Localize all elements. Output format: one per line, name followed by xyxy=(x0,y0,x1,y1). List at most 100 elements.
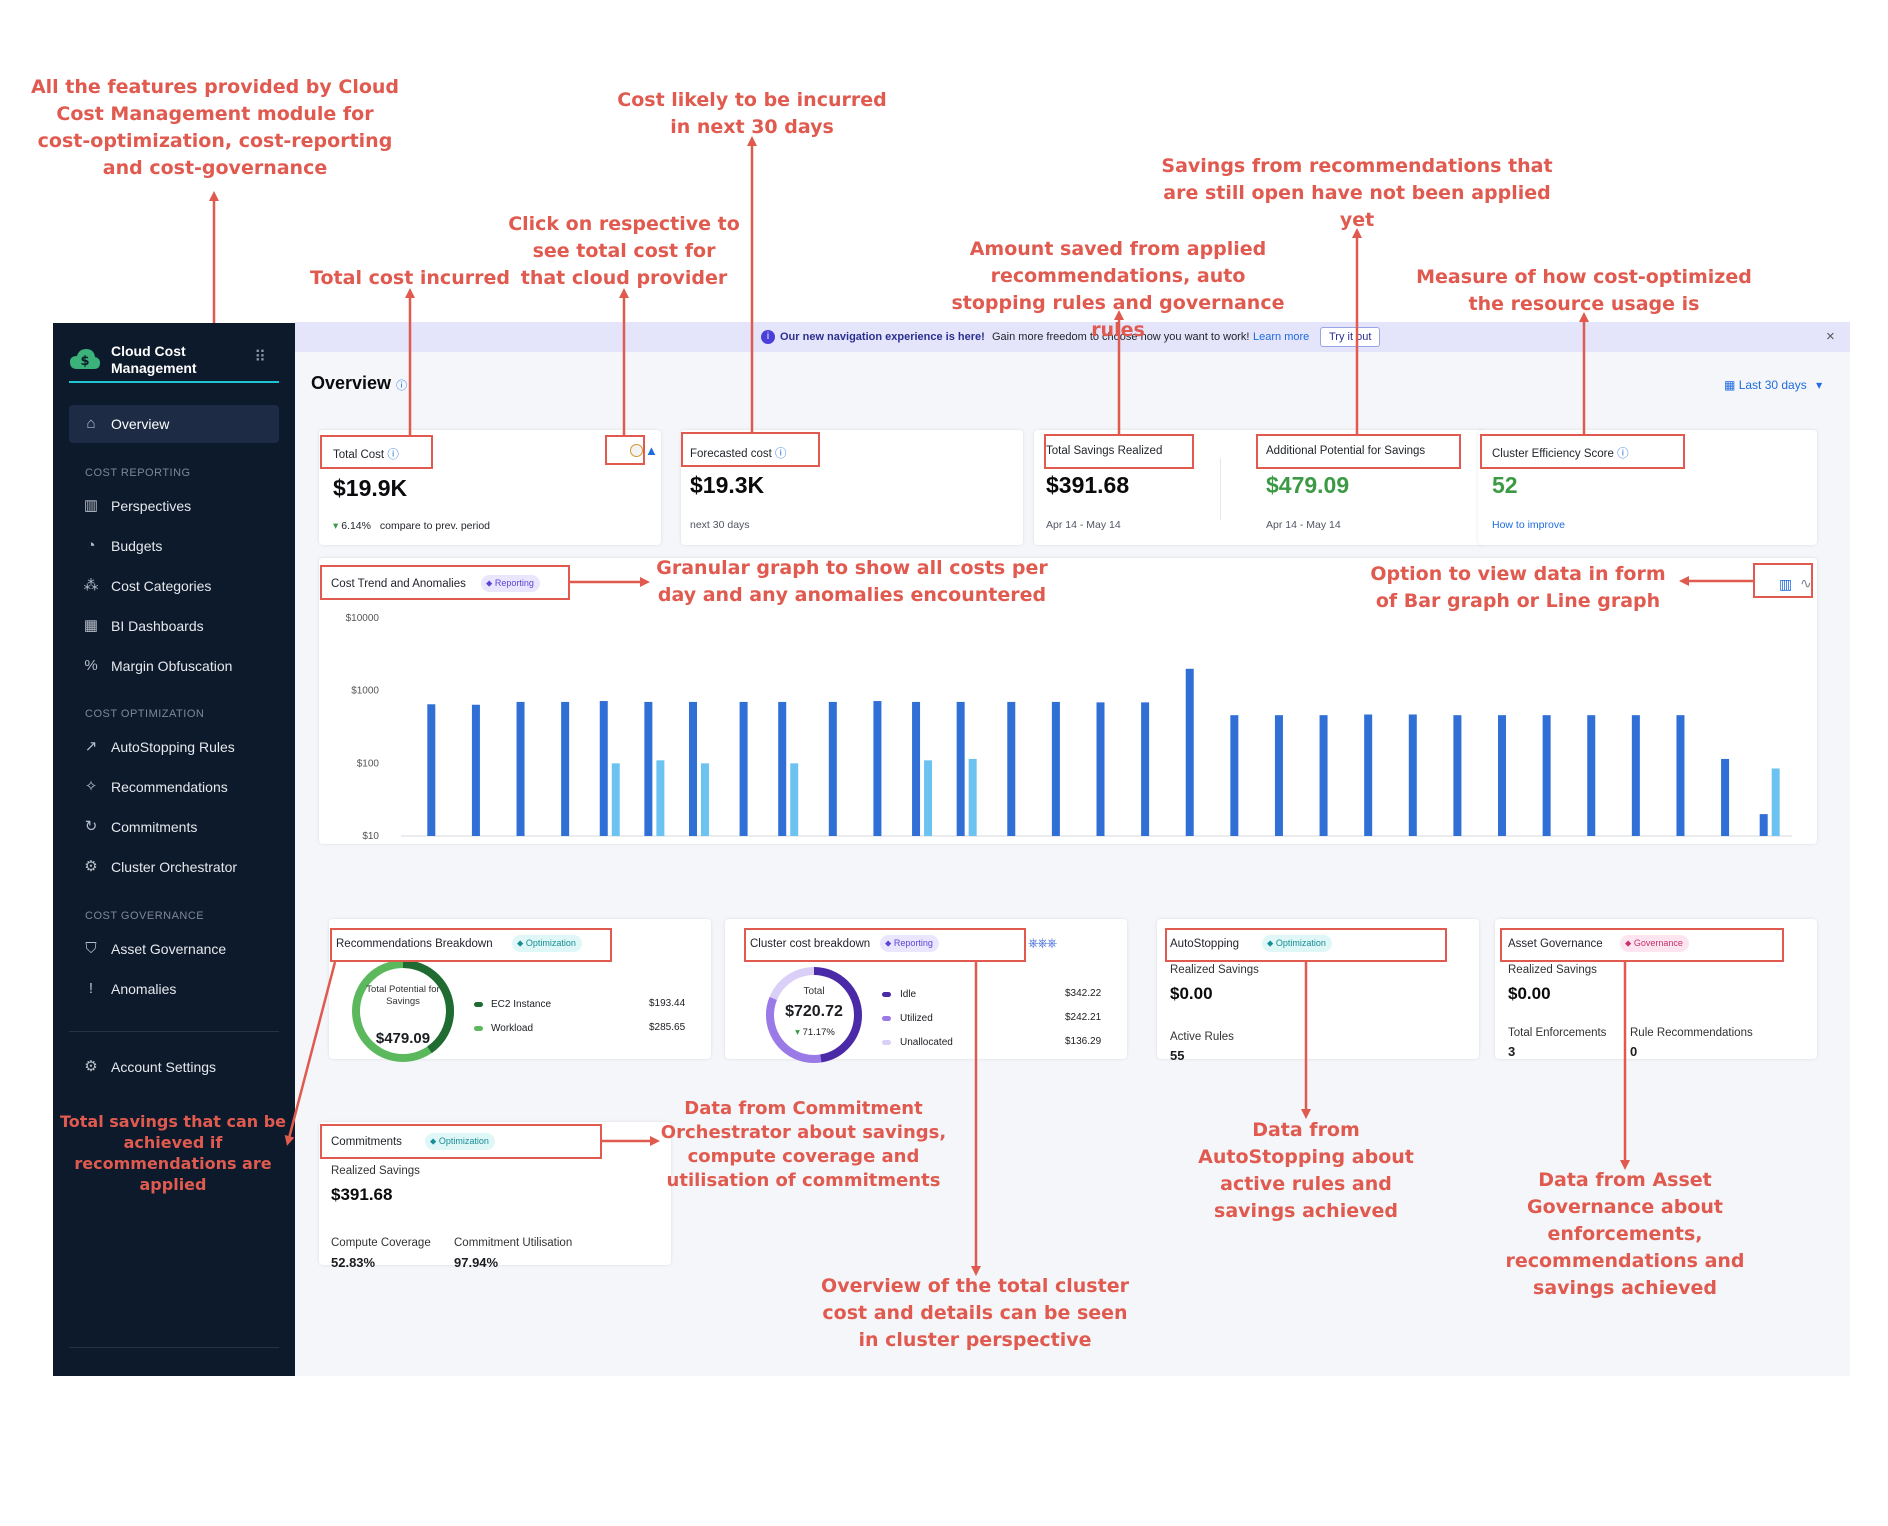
brand-title-line1: Cloud Cost xyxy=(111,343,186,359)
sidebar-item-account-settings[interactable]: ⚙ Account Settings xyxy=(69,1048,279,1086)
governance-title: Asset Governance xyxy=(1508,938,1603,950)
sidebar-item-asset-governance[interactable]: ⛉ Asset Governance xyxy=(69,930,279,968)
sidebar-item-autostopping-rules[interactable]: ↗ AutoStopping Rules xyxy=(69,728,279,766)
tag-label: Optimization xyxy=(438,1136,489,1146)
tag-icon: ⬥ xyxy=(486,578,493,588)
page-title-text: Overview xyxy=(311,373,392,393)
section-cost-optimization: COST OPTIMIZATION xyxy=(85,708,205,720)
kubernetes-icons[interactable]: ⎈⎈⎈ xyxy=(1028,935,1057,950)
x-tick-label: Apr 18 xyxy=(596,843,624,844)
legend-label: Unallocated xyxy=(900,1037,953,1048)
aws-icon[interactable] xyxy=(630,444,643,457)
svg-text:$: $ xyxy=(80,354,89,369)
bar-cloud xyxy=(1498,715,1507,836)
annotation-governance: Data from Asset Governance about enforce… xyxy=(1505,1169,1745,1299)
savings-card: Total Savings Realized $391.68 Apr 14 - … xyxy=(1034,430,1486,545)
info-icon[interactable]: ⓘ xyxy=(396,380,408,392)
sidebar-item-cost-categories[interactable]: ⁂ Cost Categories xyxy=(69,567,279,605)
bar-cloud xyxy=(828,701,837,836)
dashboard-icon: ▦ xyxy=(83,617,99,634)
sidebar-item-overview[interactable]: ⌂ Overview xyxy=(69,405,279,443)
try-it-out-button[interactable]: Try it out xyxy=(1320,327,1381,347)
bar-cluster xyxy=(790,763,799,836)
x-tick-label: May 08 xyxy=(1486,843,1517,844)
autostop-savings-value: $0.00 xyxy=(1170,984,1213,1003)
x-tick-label: May 14 xyxy=(1754,843,1785,844)
tag-label: Governance xyxy=(1633,938,1683,948)
azure-icon[interactable]: ▲ xyxy=(645,443,658,458)
annotation-view-option: Option to view data in form of Bar graph… xyxy=(1370,563,1666,612)
learn-more-link[interactable]: Learn more xyxy=(1253,331,1310,343)
bar-cloud xyxy=(561,701,570,836)
efficiency-card: Cluster Efficiency Score ⓘ 52 How to imp… xyxy=(1478,430,1817,545)
tag-label: Optimization xyxy=(1275,938,1326,948)
x-tick-label: May 12 xyxy=(1665,843,1696,844)
annotation-granular: Granular graph to show all costs per day… xyxy=(656,557,1048,606)
how-to-improve-link[interactable]: How to improve xyxy=(1492,519,1565,531)
sidebar-item-label: Perspectives xyxy=(111,498,192,514)
donut-center-change: ▾ 71.17% xyxy=(783,1027,847,1038)
date-range-picker[interactable]: ▦ Last 30 days ▾ xyxy=(1724,378,1822,392)
info-icon[interactable]: ⓘ xyxy=(1617,448,1629,460)
sidebar-item-budgets[interactable]: ◔ Budgets xyxy=(69,527,279,565)
banner-text: Gain more freedom to choose how you want… xyxy=(992,331,1250,343)
tag-icon: ⬥ xyxy=(517,938,524,948)
bar-cloud xyxy=(1096,702,1105,836)
legend-label: Workload xyxy=(491,1023,534,1034)
active-rules-label: Active Rules xyxy=(1170,1031,1234,1043)
asset-governance-card[interactable]: Asset Governance ⬥ Governance Realized S… xyxy=(1495,919,1817,1059)
autostopping-card[interactable]: AutoStopping ⬥ Optimization Realized Sav… xyxy=(1157,919,1479,1063)
legend-swatch xyxy=(882,1040,891,1045)
bar-chart-toggle-icon[interactable]: ▥ xyxy=(1779,576,1793,592)
info-icon[interactable]: ⓘ xyxy=(387,449,399,461)
annotation-savings-realized: Amount saved from applied recommendation… xyxy=(951,238,1285,341)
y-tick-label: $1000 xyxy=(351,686,379,697)
donut-center-value: $720.72 xyxy=(785,1003,843,1020)
bar-cloud xyxy=(688,701,697,836)
commit-savings-label: Realized Savings xyxy=(331,1165,420,1177)
bar-cluster xyxy=(611,763,620,836)
sidebar-item-bi-dashboards[interactable]: ▦ BI Dashboards xyxy=(69,607,279,645)
sidebar-item-commitments[interactable]: ↻ Commitments xyxy=(69,808,279,846)
bar-cloud xyxy=(1364,714,1373,836)
donut-center-label: Total Potential for Savings xyxy=(366,984,440,1007)
bar-cloud xyxy=(1542,715,1551,836)
info-icon[interactable]: ⓘ xyxy=(775,448,787,460)
module-brand[interactable]: $ Cloud Cost Management ⠿ xyxy=(69,343,279,383)
bar-cloud xyxy=(1274,715,1283,836)
utilized-value: $242.21 xyxy=(1065,1012,1102,1023)
recommendations-breakdown-card[interactable]: Recommendations Breakdown ⬥ Optimization… xyxy=(329,919,711,1062)
idle-value: $342.22 xyxy=(1065,988,1102,999)
main-content: i Our new navigation experience is here!… xyxy=(295,322,1850,1376)
recommendations-icon: ✧ xyxy=(84,778,98,795)
legend-swatch xyxy=(882,992,891,997)
optimization-tag: ⬥ Optimization xyxy=(512,935,582,952)
optimization-tag: ⬥ Optimization xyxy=(425,1133,495,1150)
cloud-provider-selector[interactable]: ▲ xyxy=(630,443,658,460)
gear-icon: ⚙ xyxy=(84,1058,98,1075)
sidebar-item-perspectives[interactable]: ▥ Perspectives xyxy=(69,487,279,525)
cost-trend-title: Cost Trend and Anomalies xyxy=(331,578,466,590)
legend-swatch xyxy=(474,1002,483,1007)
tag-icon: ⬥ xyxy=(430,1136,437,1146)
bar-cloud xyxy=(1007,701,1016,836)
total-cost-card[interactable]: Total Cost ⓘ ▲ $19.9K ▾ 6.14% compare to… xyxy=(319,430,661,545)
forecast-label: Forecasted cost ⓘ xyxy=(690,448,787,460)
bar-cluster xyxy=(1771,768,1780,836)
sidebar-item-recommendations[interactable]: ✧ Recommendations xyxy=(69,768,279,806)
bar-cloud xyxy=(599,701,608,836)
cluster-cost-card[interactable]: Cluster cost breakdown ⬥ Reporting ⎈⎈⎈ T… xyxy=(725,919,1127,1063)
tag-label: Reporting xyxy=(893,938,933,948)
sidebar-item-anomalies[interactable]: ! Anomalies xyxy=(69,970,279,1008)
y-tick-label: $10000 xyxy=(346,613,380,624)
savings-value: $391.68 xyxy=(1046,472,1130,498)
commitments-card[interactable]: Commitments ⬥ Optimization Realized Savi… xyxy=(319,1122,671,1270)
sidebar-item-cluster-orchestrator[interactable]: ⚙ Cluster Orchestrator xyxy=(69,848,279,886)
bar-cloud xyxy=(956,701,965,836)
close-icon[interactable]: × xyxy=(1826,328,1835,345)
app-switcher-icon[interactable]: ⠿ xyxy=(254,349,267,366)
sidebar-item-margin-obfuscation[interactable]: % Margin Obfuscation xyxy=(69,647,279,685)
line-chart-toggle-icon[interactable]: ∿ xyxy=(1800,575,1812,591)
savings-label: Total Savings Realized xyxy=(1046,445,1163,457)
rule-recs-value: 0 xyxy=(1630,1044,1638,1059)
